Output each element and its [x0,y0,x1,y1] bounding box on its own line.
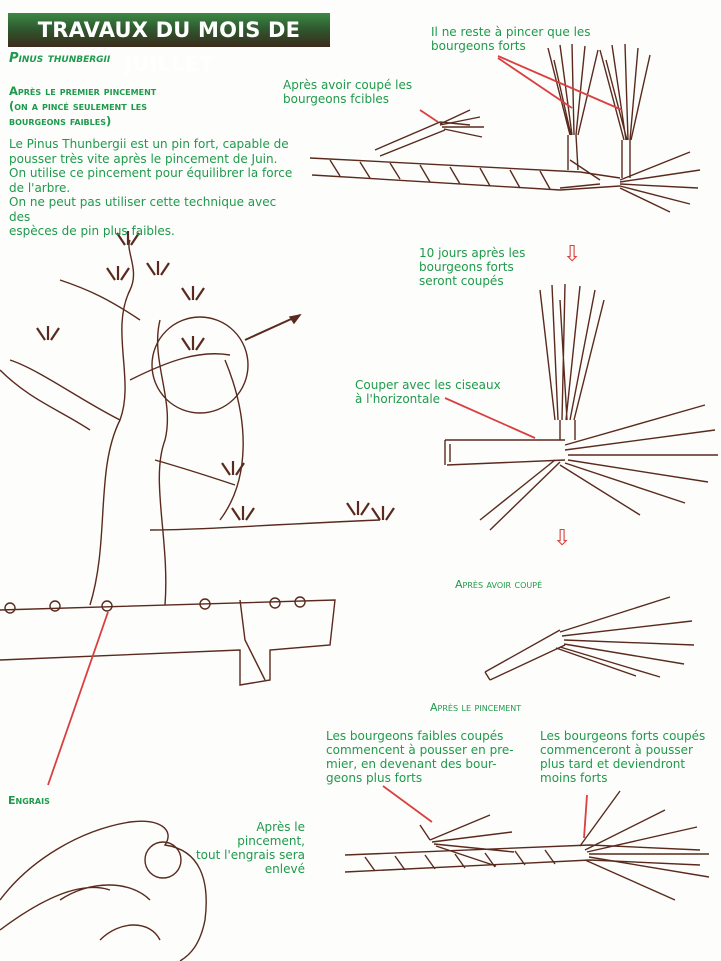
pine-branch-illustration-after-cut [484,596,695,681]
down-arrow-icon: ⇩ [553,526,572,551]
bonsai-tree-illustration [0,231,395,686]
subheading-line: (on a pincé seulement les [9,99,148,113]
caption-line: Les bourgeons faibles coupés [326,729,504,743]
caption-strong-buds: Les bourgeons forts coupés commenceront … [540,729,705,785]
hand-with-fertilizer-illustration [0,820,207,961]
caption-line: geons plus forts [326,771,423,785]
caption-line: Les bourgeons forts coupés [540,729,706,743]
caption-line: 10 jours après les [419,246,526,260]
caption-after-cut: Après avoir coupé [455,578,543,591]
body-paragraph: Le Pinus Thunbergii est un pin fort, cap… [9,137,299,239]
caption-line: à l'horizontale [355,392,441,406]
caption-line: commenceront à pousser [540,743,693,757]
caption-cut-scissors: Couper avec les ciseaux à l'horizontale [355,378,501,406]
caption-line: plus tard et deviendront [540,757,686,771]
caption-fertilizer-note: Après le pincement, tout l'engrais sera … [185,820,305,876]
body-line: On ne peut pas utiliser cette technique … [9,195,277,224]
caption-line: Il ne reste à pincer que les [431,25,591,39]
subheading-line: Après le premier pincement [9,84,157,98]
caption-line: Après le pincement, [237,820,305,848]
caption-line: commencent à pousser en pre- [326,743,514,757]
caption-line: Couper avec les ciseaux [355,378,501,392]
caption-line: enlevé [264,862,305,876]
subheading-line: bourgeons faibles) [9,114,112,128]
caption-line: moins forts [540,771,608,785]
caption-line: bourgeons fcibles [283,92,390,106]
body-line: Le Pinus Thunbergii est un pin fort, cap… [9,137,289,151]
caption-after-weak-cut: Après avoir coupé les bourgeons fcibles [283,78,412,106]
caption-line: bourgeons forts [431,39,526,53]
pine-branch-illustration-middle [444,283,718,531]
caption-line: mier, en devenant des bour- [326,757,497,771]
subheading: Après le premier pincement (on a pincé s… [9,84,209,129]
body-line: espèces de pin plus faibles. [9,224,175,238]
pine-branch-illustration-top [309,43,701,213]
caption-weak-buds: Les bourgeons faibles coupés commencent … [326,729,514,785]
down-arrow-icon: ⇩ [563,242,582,267]
caption-line: bourgeons forts [419,260,514,274]
caption-only-strong-left: Il ne reste à pincer que les bourgeons f… [431,25,591,53]
fertilizer-heading: Engrais [8,794,50,807]
body-line: pousser très vite après le pincement de … [9,151,278,166]
caption-line: Après avoir coupé les [283,78,413,92]
red-pointer-arrows [47,55,623,839]
caption-after-pinching: Après le pincement [430,701,522,714]
page-title: TRAVAUX DU MOIS DE JUILLET [8,13,330,76]
caption-ten-days: 10 jours après les bourgeons forts seron… [419,246,525,288]
species-heading: Pinus thunbergii [9,51,111,66]
pine-branch-illustration-bottom [344,790,710,901]
body-line: On utilise ce pincement pour équilibrer … [9,166,293,180]
body-line: de l'arbre. [9,180,71,195]
caption-line: tout l'engrais sera [195,848,305,862]
caption-line: seront coupés [419,274,504,288]
